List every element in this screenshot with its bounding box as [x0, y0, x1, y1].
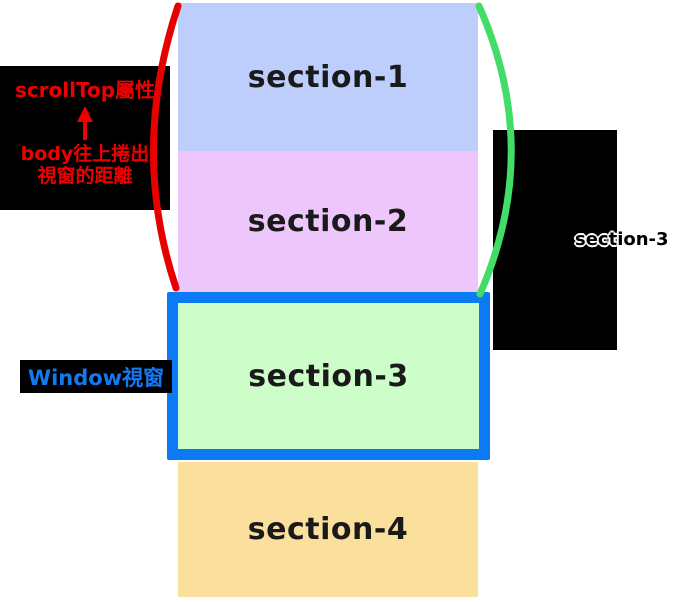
- window-viewport-frame: section-3: [167, 292, 490, 460]
- up-arrow-icon: [73, 104, 97, 142]
- right-callout-label: section-3: [575, 229, 669, 250]
- section-1-label: section-1: [247, 59, 409, 95]
- scrolltop-desc-line1: body往上捲出: [20, 143, 150, 165]
- window-callout-box: Window視窗: [20, 360, 172, 393]
- section-3-block: section-3: [178, 303, 479, 449]
- section-2-block: section-2: [178, 151, 478, 292]
- section-2-label: section-2: [247, 204, 409, 239]
- window-callout-label: Window視窗: [27, 365, 165, 390]
- section-4-block: section-4: [178, 462, 478, 597]
- section-1-block: section-1: [178, 3, 478, 151]
- scrolltop-desc-line2: 視窗的距離: [37, 164, 133, 187]
- scrolltop-title: scrollTop屬性: [14, 78, 156, 102]
- section-4-label: section-4: [247, 512, 409, 547]
- scrolltop-callout-box: scrollTop屬性 body往上捲出 視窗的距離: [0, 66, 170, 210]
- section-3-label: section-3: [248, 358, 409, 394]
